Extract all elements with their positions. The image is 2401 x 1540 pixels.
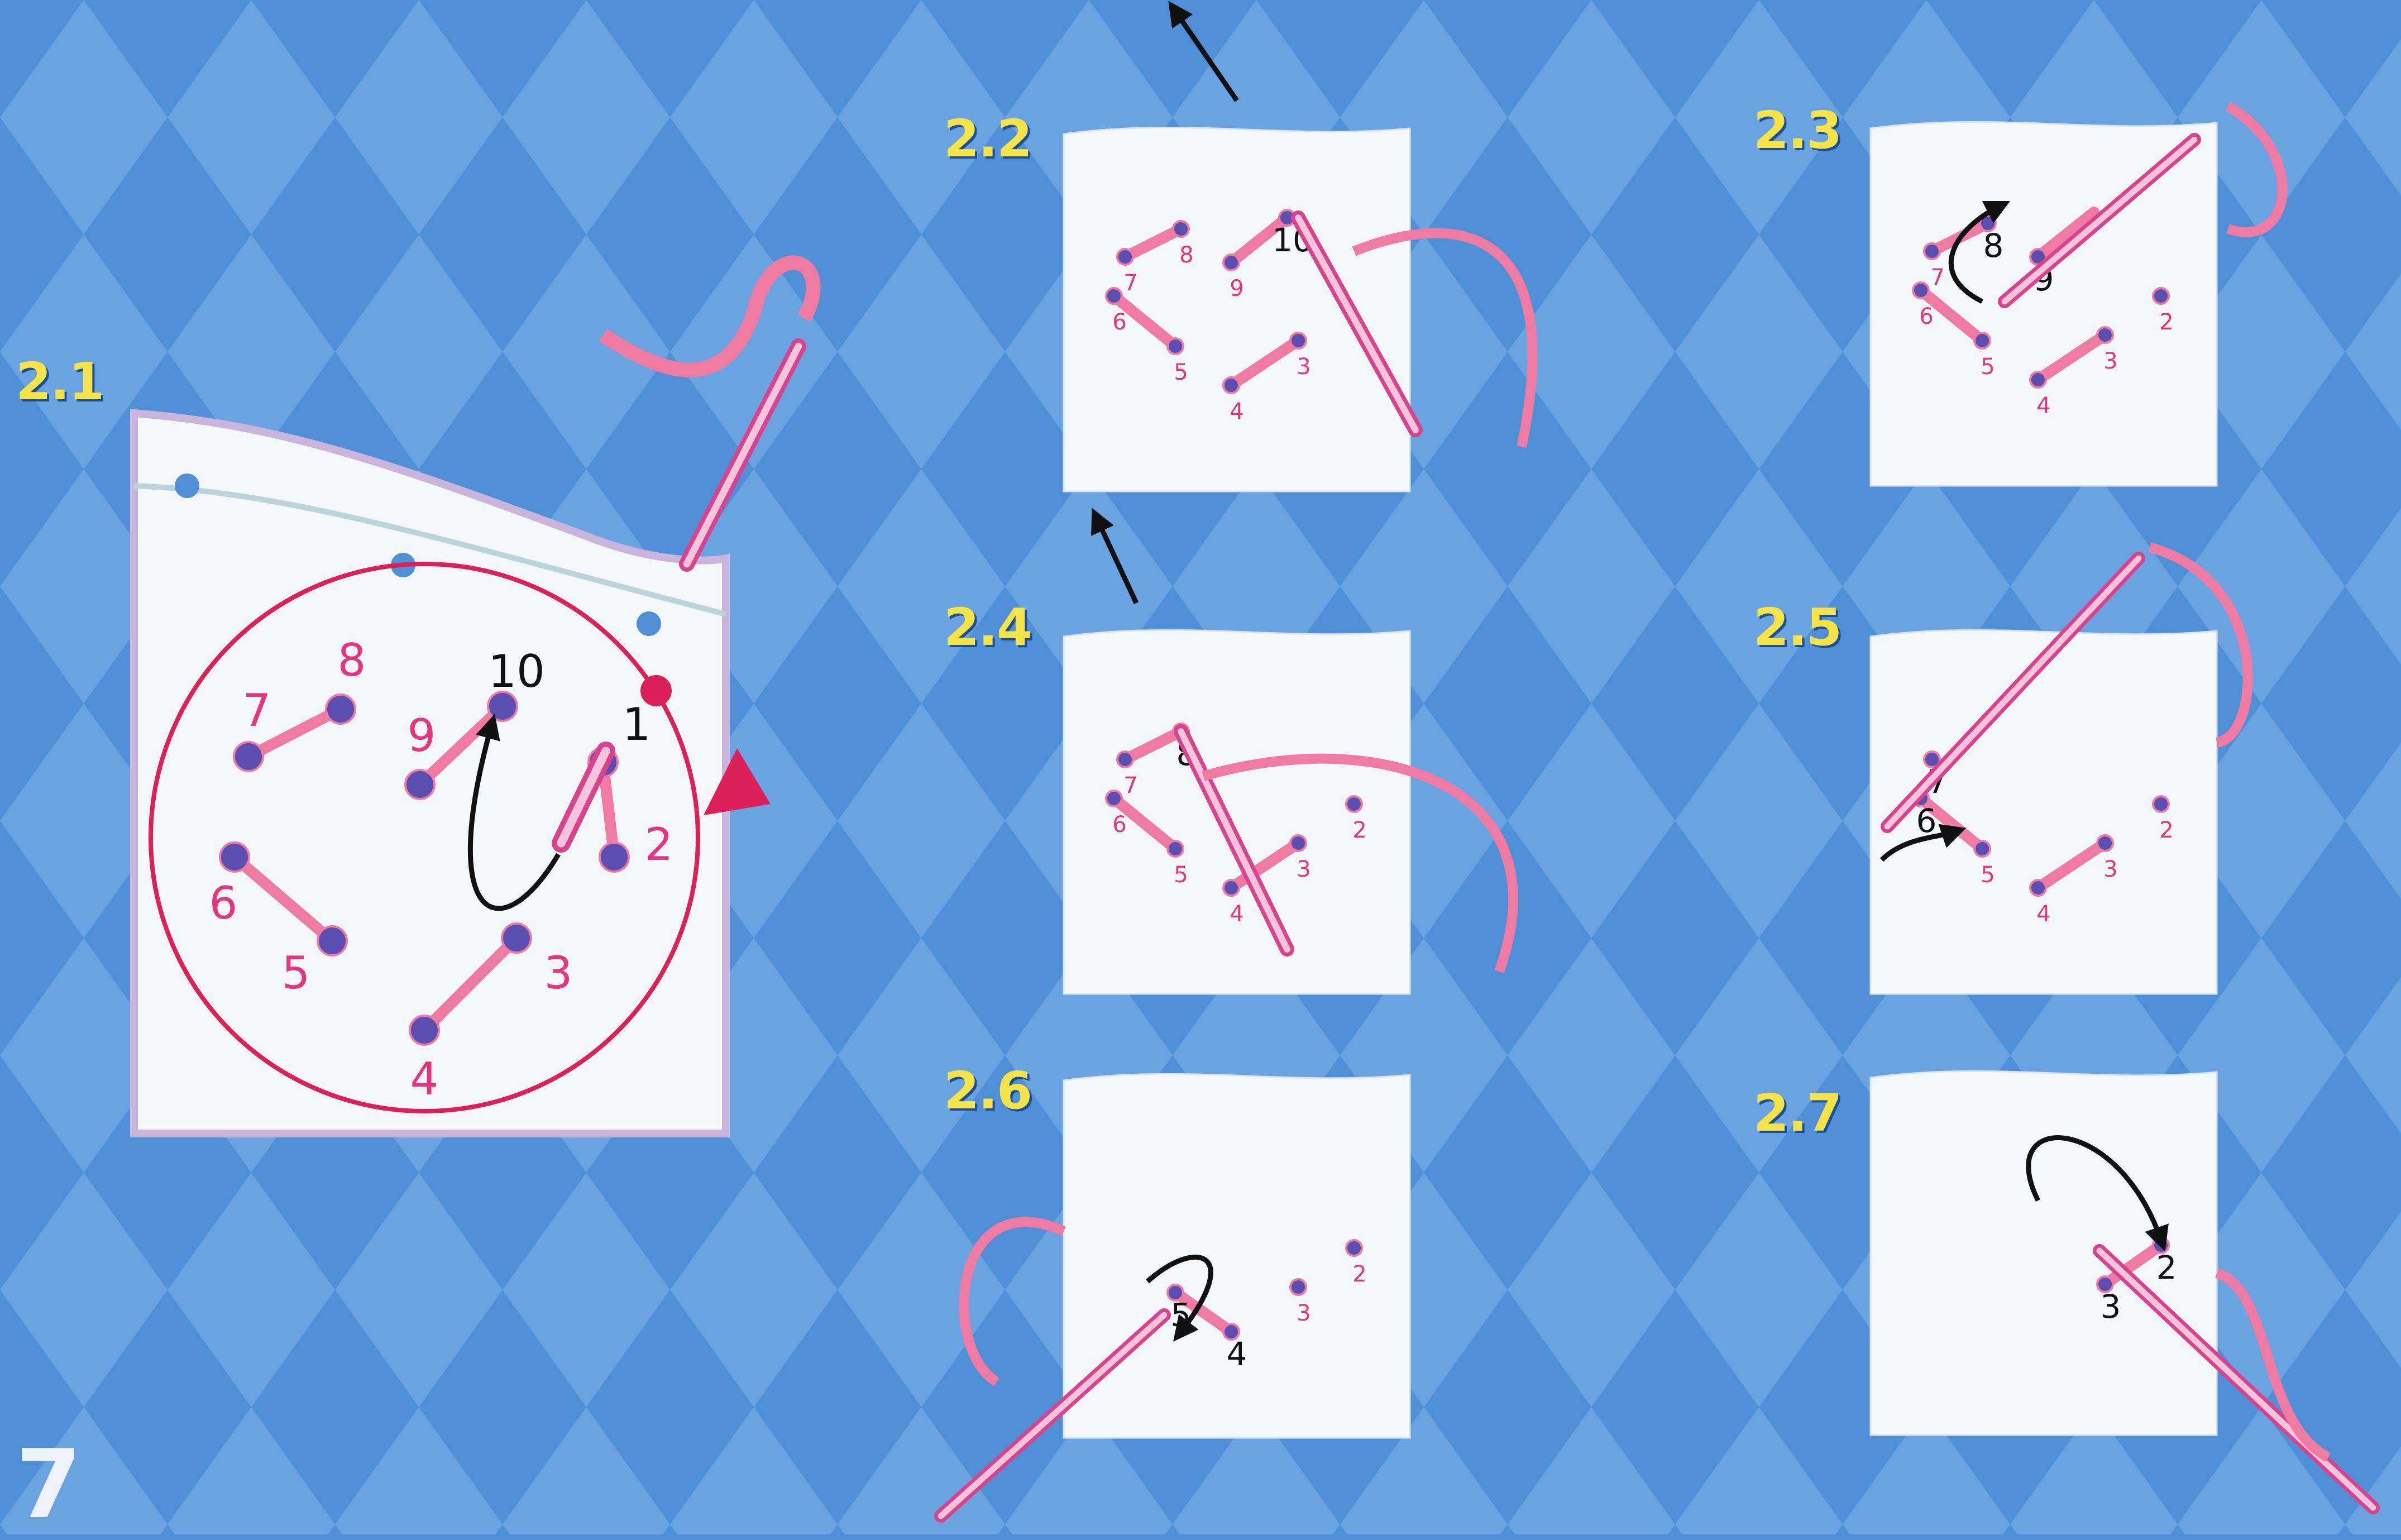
hole-2.2-9 xyxy=(1223,255,1239,270)
number-label-2.5-3: 3 xyxy=(2103,857,2117,882)
number-label-2.4-4: 4 xyxy=(1230,901,1243,927)
arrow-icon xyxy=(1097,519,1136,603)
number-label-3: 3 xyxy=(544,947,573,999)
hole-2.3-5 xyxy=(1974,333,1990,348)
hole-2.4-5 xyxy=(1168,841,1183,857)
number-label-4: 4 xyxy=(410,1053,439,1105)
thread-icon xyxy=(964,1222,1064,1382)
hole-2.4-2 xyxy=(1346,796,1362,812)
hole-2.3-2 xyxy=(2153,288,2169,304)
number-label-2.3-5: 5 xyxy=(1981,354,1995,380)
number-label-2.4-5: 5 xyxy=(1174,862,1188,888)
hole-2.3-7 xyxy=(1924,243,1940,259)
hole-2.3-4 xyxy=(2030,372,2046,388)
number-label-2.6-2: 2 xyxy=(1352,1261,1366,1287)
hole-2.2-7 xyxy=(1117,249,1133,265)
number-label-2.4-6: 6 xyxy=(1112,812,1126,838)
hole-2.5-3 xyxy=(2097,835,2113,851)
number-label-2.7-2: 2 xyxy=(2156,1249,2177,1286)
number-label-2: 2 xyxy=(645,819,673,871)
hole-2.2-8 xyxy=(1173,221,1189,237)
hole-2.5-4 xyxy=(2030,880,2046,896)
edge-dot-2 xyxy=(637,611,661,636)
hole-2.3-3 xyxy=(2097,327,2113,343)
number-label-10: 10 xyxy=(488,645,545,697)
needle-icon-shine xyxy=(687,346,798,564)
hole-9 xyxy=(405,770,434,799)
thread-icon xyxy=(2217,1273,2328,1457)
hole-2.4-3 xyxy=(1290,835,1306,851)
hole-2.2-3 xyxy=(1290,333,1306,348)
hole-8 xyxy=(326,695,355,724)
hole-6 xyxy=(220,843,249,872)
hole-4 xyxy=(410,1016,439,1045)
number-label-2.2-7: 7 xyxy=(1123,270,1137,296)
number-label-2.2-4: 4 xyxy=(1230,399,1243,424)
number-label-2.6-4: 4 xyxy=(1227,1335,1247,1373)
number-label-7: 7 xyxy=(243,685,271,736)
number-label-2.3-8: 8 xyxy=(1983,227,2004,265)
number-label-8: 8 xyxy=(338,634,366,686)
number-label-2.2-8: 8 xyxy=(1179,242,1193,268)
hole-7 xyxy=(234,742,263,771)
hole-2.5-2 xyxy=(2153,796,2169,812)
hole-5 xyxy=(318,926,347,955)
hole-2 xyxy=(600,843,629,872)
number-label-2.5-4: 4 xyxy=(2036,901,2050,927)
number-label-2.5-5: 5 xyxy=(1981,862,1995,888)
number-label-2.4-3: 3 xyxy=(1297,857,1310,882)
number-label-2.4-7: 7 xyxy=(1123,773,1137,798)
number-label-2.2-5: 5 xyxy=(1174,360,1188,385)
number-label-2.2-9: 9 xyxy=(1230,276,1243,302)
number-label-5: 5 xyxy=(282,947,310,999)
number-label-2.3-3: 3 xyxy=(2103,348,2117,374)
number-label-2.3-2: 2 xyxy=(2159,309,2173,335)
hole-2.2-4 xyxy=(1223,377,1239,393)
number-label-2.2-6: 6 xyxy=(1112,309,1126,335)
hole-2.2-6 xyxy=(1106,288,1122,304)
number-label-2.3-4: 4 xyxy=(2036,393,2050,419)
number-label-2.7-3: 3 xyxy=(2101,1288,2121,1326)
number-label-2.2-3: 3 xyxy=(1297,354,1310,380)
hole-2.4-6 xyxy=(1106,791,1122,806)
hole-2.4-7 xyxy=(1117,752,1133,767)
number-label-1: 1 xyxy=(623,699,651,750)
hole-2.6-2 xyxy=(1346,1240,1362,1256)
hole-3 xyxy=(502,924,531,953)
number-label-2.3-7: 7 xyxy=(1930,265,1944,290)
hole-2.5-5 xyxy=(1974,841,1990,857)
number-label-6: 6 xyxy=(209,877,238,929)
number-label-2.5-2: 2 xyxy=(2159,817,2173,843)
number-label-9: 9 xyxy=(408,710,436,762)
arrow-icon xyxy=(1175,11,1237,101)
thread-icon xyxy=(603,262,814,370)
hole-2.2-5 xyxy=(1168,338,1183,354)
hole-2.6-3 xyxy=(1290,1279,1306,1295)
hole-2.4-4 xyxy=(1223,880,1239,896)
number-label-2.3-6: 6 xyxy=(1919,304,1933,329)
hole-2.3-6 xyxy=(1913,283,1929,298)
thread-icon xyxy=(2228,106,2283,232)
number-label-2.6-3: 3 xyxy=(1297,1300,1310,1326)
edge-dot-0 xyxy=(175,474,199,498)
number-label-2.4-2: 2 xyxy=(1352,817,1366,843)
